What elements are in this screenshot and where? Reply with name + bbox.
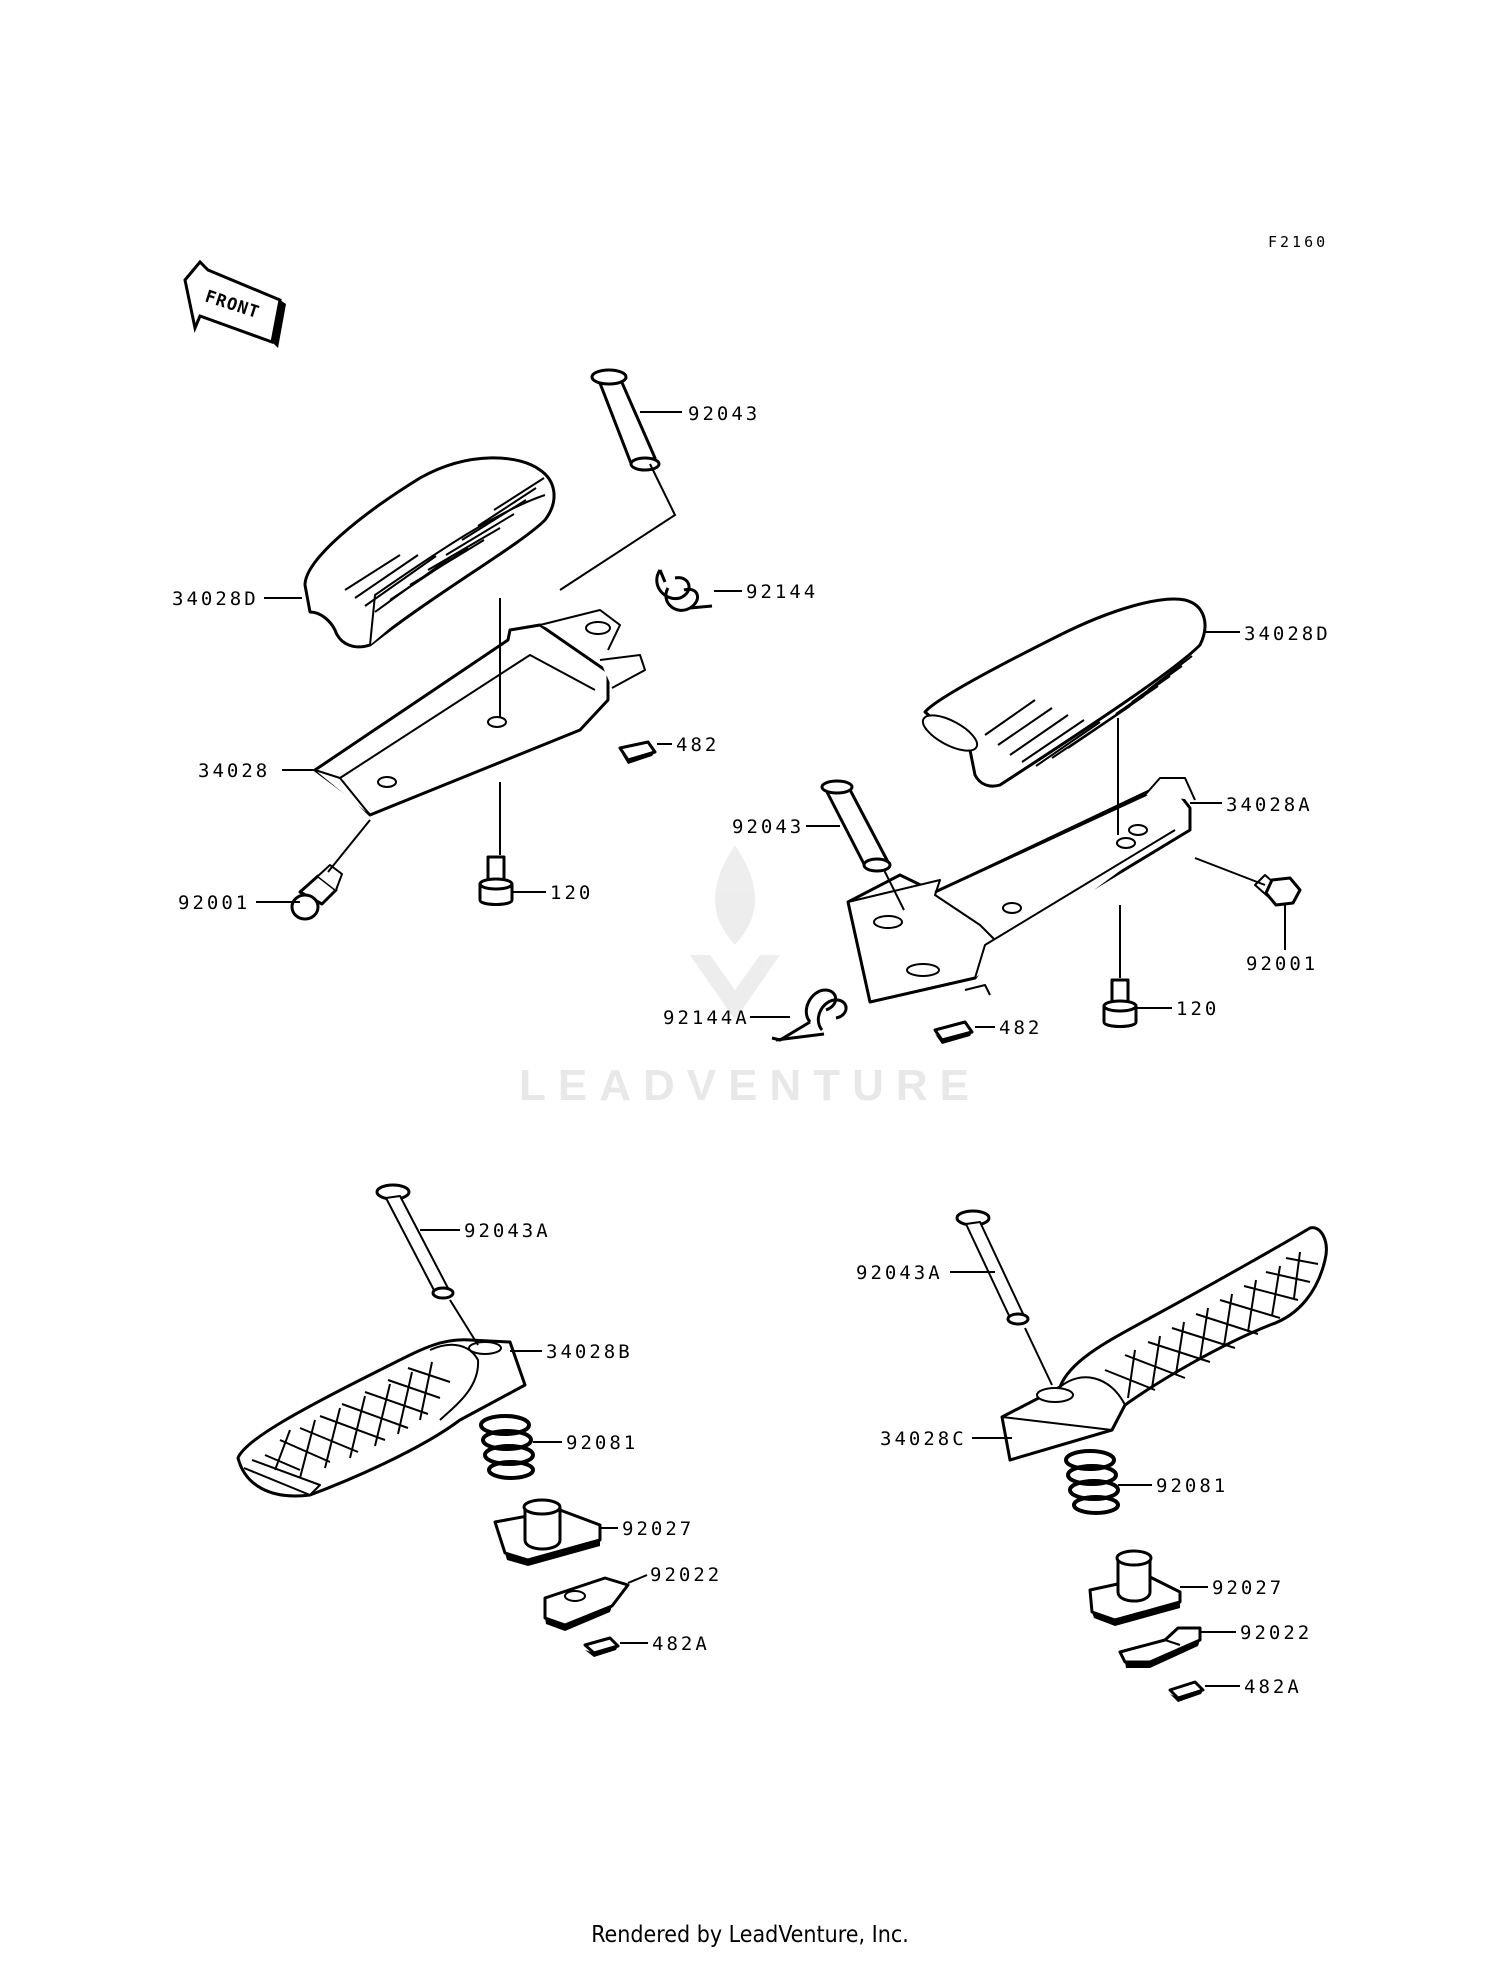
callout-92043-right: 92043 xyxy=(732,816,804,838)
callout-120: 120 xyxy=(550,882,593,904)
callout-92001: 92001 xyxy=(178,892,250,914)
bracket-34028 xyxy=(313,609,646,817)
bolt-92001-right xyxy=(1254,874,1302,907)
callout-92081: 92081 xyxy=(566,1432,638,1454)
watermark-flame-icon xyxy=(715,845,755,945)
spring-92081-right xyxy=(1064,1449,1120,1515)
pin-92043A xyxy=(375,1183,455,1300)
footer-credit: Rendered by LeadVenture, Inc. xyxy=(591,1922,909,1948)
leader-lines-group1 xyxy=(256,411,742,903)
callout-34028A: 34028A xyxy=(1226,794,1313,816)
screw-120-right xyxy=(1102,978,1138,1028)
spring-92081 xyxy=(479,1414,535,1480)
screw-120 xyxy=(478,855,514,906)
callout-482A: 482A xyxy=(652,1633,710,1655)
plate-92022 xyxy=(543,1576,630,1631)
spring-92144A xyxy=(771,988,848,1042)
pin-92043-right xyxy=(820,779,892,873)
callout-92001-right: 92001 xyxy=(1246,953,1318,975)
footpeg-assembly-rear-left: 92043A 34028B 92081 92027 92022 482A xyxy=(236,1183,722,1657)
pin-92043 xyxy=(590,368,661,472)
footpeg-assembly-front-left: 92043 92144 34028D 34028 482 92001 120 xyxy=(172,368,818,921)
clip-482A xyxy=(583,1636,620,1657)
callout-92043A: 92043A xyxy=(464,1220,551,1242)
peg-34028B xyxy=(236,1338,527,1498)
front-arrow-icon: FRONT xyxy=(183,259,286,348)
callout-92144A: 92144A xyxy=(663,1007,750,1029)
callout-92043A-right: 92043A xyxy=(856,1262,943,1284)
leadventure-watermark: LEADVENTURE xyxy=(519,845,981,1110)
plate-92022-right xyxy=(1118,1626,1202,1668)
callout-34028B: 34028B xyxy=(546,1341,633,1363)
clip-482A-right xyxy=(1168,1680,1205,1702)
bracket-34028A xyxy=(846,777,1196,1004)
callout-120-right: 120 xyxy=(1176,998,1219,1020)
callout-482A-right: 482A xyxy=(1244,1676,1302,1698)
callout-92027: 92027 xyxy=(622,1518,694,1540)
diagram-code: F2160 xyxy=(1268,233,1328,251)
rubber-34028D-right xyxy=(921,597,1207,788)
clip-482 xyxy=(618,740,657,764)
leader-lines-group4 xyxy=(950,1271,1240,1687)
footpeg-assembly-rear-right: 92043A 34028C 92081 92027 92022 482A xyxy=(856,1209,1328,1702)
callout-34028D-right: 34028D xyxy=(1244,623,1331,645)
callout-92022: 92022 xyxy=(650,1564,722,1586)
plunger-92027 xyxy=(493,1498,602,1566)
spring-92144 xyxy=(655,569,713,612)
watermark-text: LEADVENTURE xyxy=(519,1061,981,1110)
callout-482-right: 482 xyxy=(999,1017,1042,1039)
callout-92027-right: 92027 xyxy=(1212,1577,1284,1599)
callout-34028D: 34028D xyxy=(172,588,259,610)
watermark-v-icon xyxy=(690,955,780,1020)
plunger-92027-right xyxy=(1088,1549,1182,1626)
callout-34028: 34028 xyxy=(198,760,270,782)
callout-92022-right: 92022 xyxy=(1240,1622,1312,1644)
peg-34028C xyxy=(1000,1226,1328,1462)
callout-92081-right: 92081 xyxy=(1156,1475,1228,1497)
bolt-92001 xyxy=(290,864,343,921)
callout-34028C: 34028C xyxy=(880,1428,967,1450)
clip-482-right xyxy=(933,1020,974,1044)
rubber-34028D xyxy=(303,456,556,649)
leader-lines-group2 xyxy=(750,631,1286,1028)
pin-92043A-right xyxy=(955,1209,1030,1326)
footpeg-assembly-front-right: 34028D 34028A 92043 92001 92144A 120 482 xyxy=(663,597,1331,1044)
callout-92144: 92144 xyxy=(746,581,818,603)
leader-lines-group3 xyxy=(420,1229,648,1644)
callout-92043: 92043 xyxy=(688,403,760,425)
callout-482: 482 xyxy=(676,734,719,756)
